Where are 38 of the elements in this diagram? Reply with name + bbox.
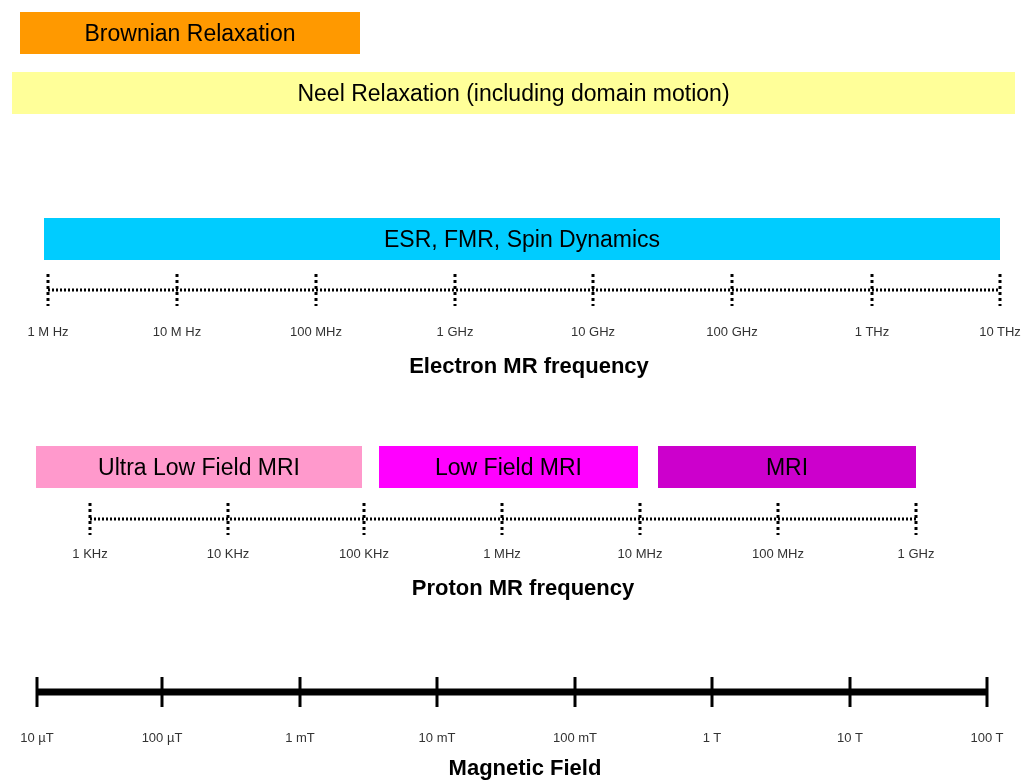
- axis-title: Proton MR frequency: [411, 577, 635, 599]
- range-band: [658, 446, 916, 488]
- tick-label: 10 M Hz: [152, 325, 202, 338]
- range-band: [36, 446, 362, 488]
- axis-title: Magnetic Field: [448, 757, 602, 779]
- band-label: Brownian Relaxation: [84, 21, 296, 45]
- tick-label: 10 MHz: [617, 547, 663, 560]
- tick-label: 100 MHz: [752, 547, 804, 560]
- band-label: Neel Relaxation (including domain motion): [297, 81, 730, 105]
- tick-label: 1 KHz: [72, 547, 108, 560]
- tick-label: 10 T: [837, 731, 863, 744]
- tick-label: 1 THz: [854, 325, 890, 338]
- tick-label: 100 MHz: [290, 325, 342, 338]
- tick-label: 10 KHz: [206, 547, 250, 560]
- tick-label: 10 GHz: [570, 325, 616, 338]
- band-label: MRI: [765, 455, 809, 479]
- tick-label: 100 KHz: [339, 547, 389, 560]
- tick-label: 100 T: [970, 731, 1004, 744]
- tick-label: 1 GHz: [897, 547, 935, 560]
- range-band: [379, 446, 638, 488]
- tick-label: 10 mT: [418, 731, 456, 744]
- tick-label: 1 M Hz: [27, 325, 69, 338]
- tick-label: 1 mT: [285, 731, 315, 744]
- band-label: ESR, FMR, Spin Dynamics: [383, 227, 661, 251]
- tick-label: 10 THz: [979, 325, 1021, 338]
- range-band: [44, 218, 1000, 260]
- range-band: [20, 12, 360, 54]
- band-label: Ultra Low Field MRI: [98, 455, 300, 479]
- tick-label: 1 MHz: [483, 547, 521, 560]
- axis-title: Electron MR frequency: [409, 355, 649, 377]
- tick-label: 1 T: [702, 731, 722, 744]
- tick-label: 100 GHz: [706, 325, 758, 338]
- tick-label: 1 GHz: [436, 325, 474, 338]
- tick-label: 100 µT: [141, 731, 183, 744]
- tick-label: 10 µT: [20, 731, 54, 744]
- tick-label: 100 mT: [552, 731, 598, 744]
- band-label: Low Field MRI: [435, 455, 582, 479]
- range-band: [12, 72, 1015, 114]
